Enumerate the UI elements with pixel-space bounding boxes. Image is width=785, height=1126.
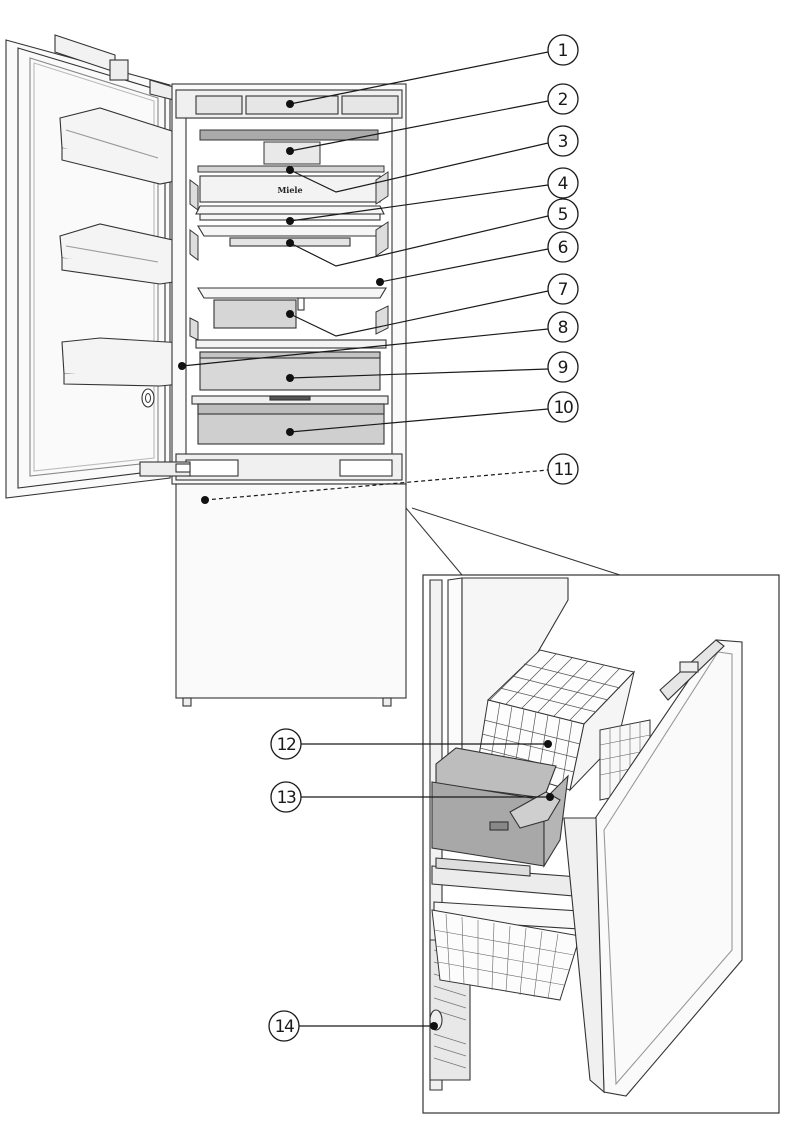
upper-drawer — [199, 351, 381, 391]
fan-control-panel: Miele — [199, 175, 381, 203]
inset-drawer-side — [563, 817, 605, 1094]
leader-dots — [178, 100, 554, 1030]
callout-8-label: 8 — [558, 318, 569, 338]
callout-11-label: 11 — [554, 460, 573, 480]
callout-8: 8 — [547, 311, 579, 343]
door-shelf-upper — [59, 107, 201, 185]
callout-5-label: 5 — [558, 205, 569, 225]
callout-1-label: 1 — [558, 41, 569, 61]
lower-hinge — [139, 461, 191, 477]
freezer-drawer-front — [175, 483, 407, 707]
callout-6-label: 6 — [558, 238, 569, 258]
drawer-rail — [431, 857, 599, 931]
callout-11: 11 — [547, 453, 579, 485]
callout-10: 10 — [547, 391, 579, 423]
detail-inset — [422, 574, 780, 1114]
callout-2-label: 2 — [558, 90, 569, 110]
callout-3-label: 3 — [558, 132, 569, 152]
callout-4: 4 — [547, 167, 579, 199]
ice-container — [431, 747, 569, 868]
callout-12: 12 — [270, 728, 302, 760]
lower-wire-basket — [431, 909, 581, 1001]
callout-13-label: 13 — [277, 788, 296, 808]
callout-2: 2 — [547, 83, 579, 115]
callout-7: 7 — [547, 273, 579, 305]
inset-drawer-front — [593, 639, 743, 1097]
callout-5: 5 — [547, 198, 579, 230]
brand-logo: Miele — [277, 185, 302, 195]
callout-9: 9 — [547, 351, 579, 383]
callout-6: 6 — [547, 231, 579, 263]
callout-4-label: 4 — [558, 174, 569, 194]
callout-14: 14 — [268, 1010, 300, 1042]
callout-14-label: 14 — [275, 1017, 294, 1037]
divider-shelf — [195, 339, 387, 349]
lower-drawer — [191, 395, 389, 445]
leader-lines — [181, 51, 550, 1027]
callout-9-label: 9 — [558, 358, 569, 378]
callout-3: 3 — [547, 125, 579, 157]
callout-1: 1 — [547, 34, 579, 66]
callout-10-label: 10 — [554, 398, 573, 418]
door-handle-knob — [141, 388, 155, 408]
door-shelf-middle — [59, 223, 201, 285]
zoom-lines — [405, 507, 621, 576]
door-shelf-lower — [61, 337, 201, 387]
glass-shelf-3 — [197, 287, 387, 299]
storage-box — [213, 297, 305, 329]
callout-12-label: 12 — [277, 735, 296, 755]
callout-7-label: 7 — [558, 280, 569, 300]
callout-13: 13 — [270, 781, 302, 813]
